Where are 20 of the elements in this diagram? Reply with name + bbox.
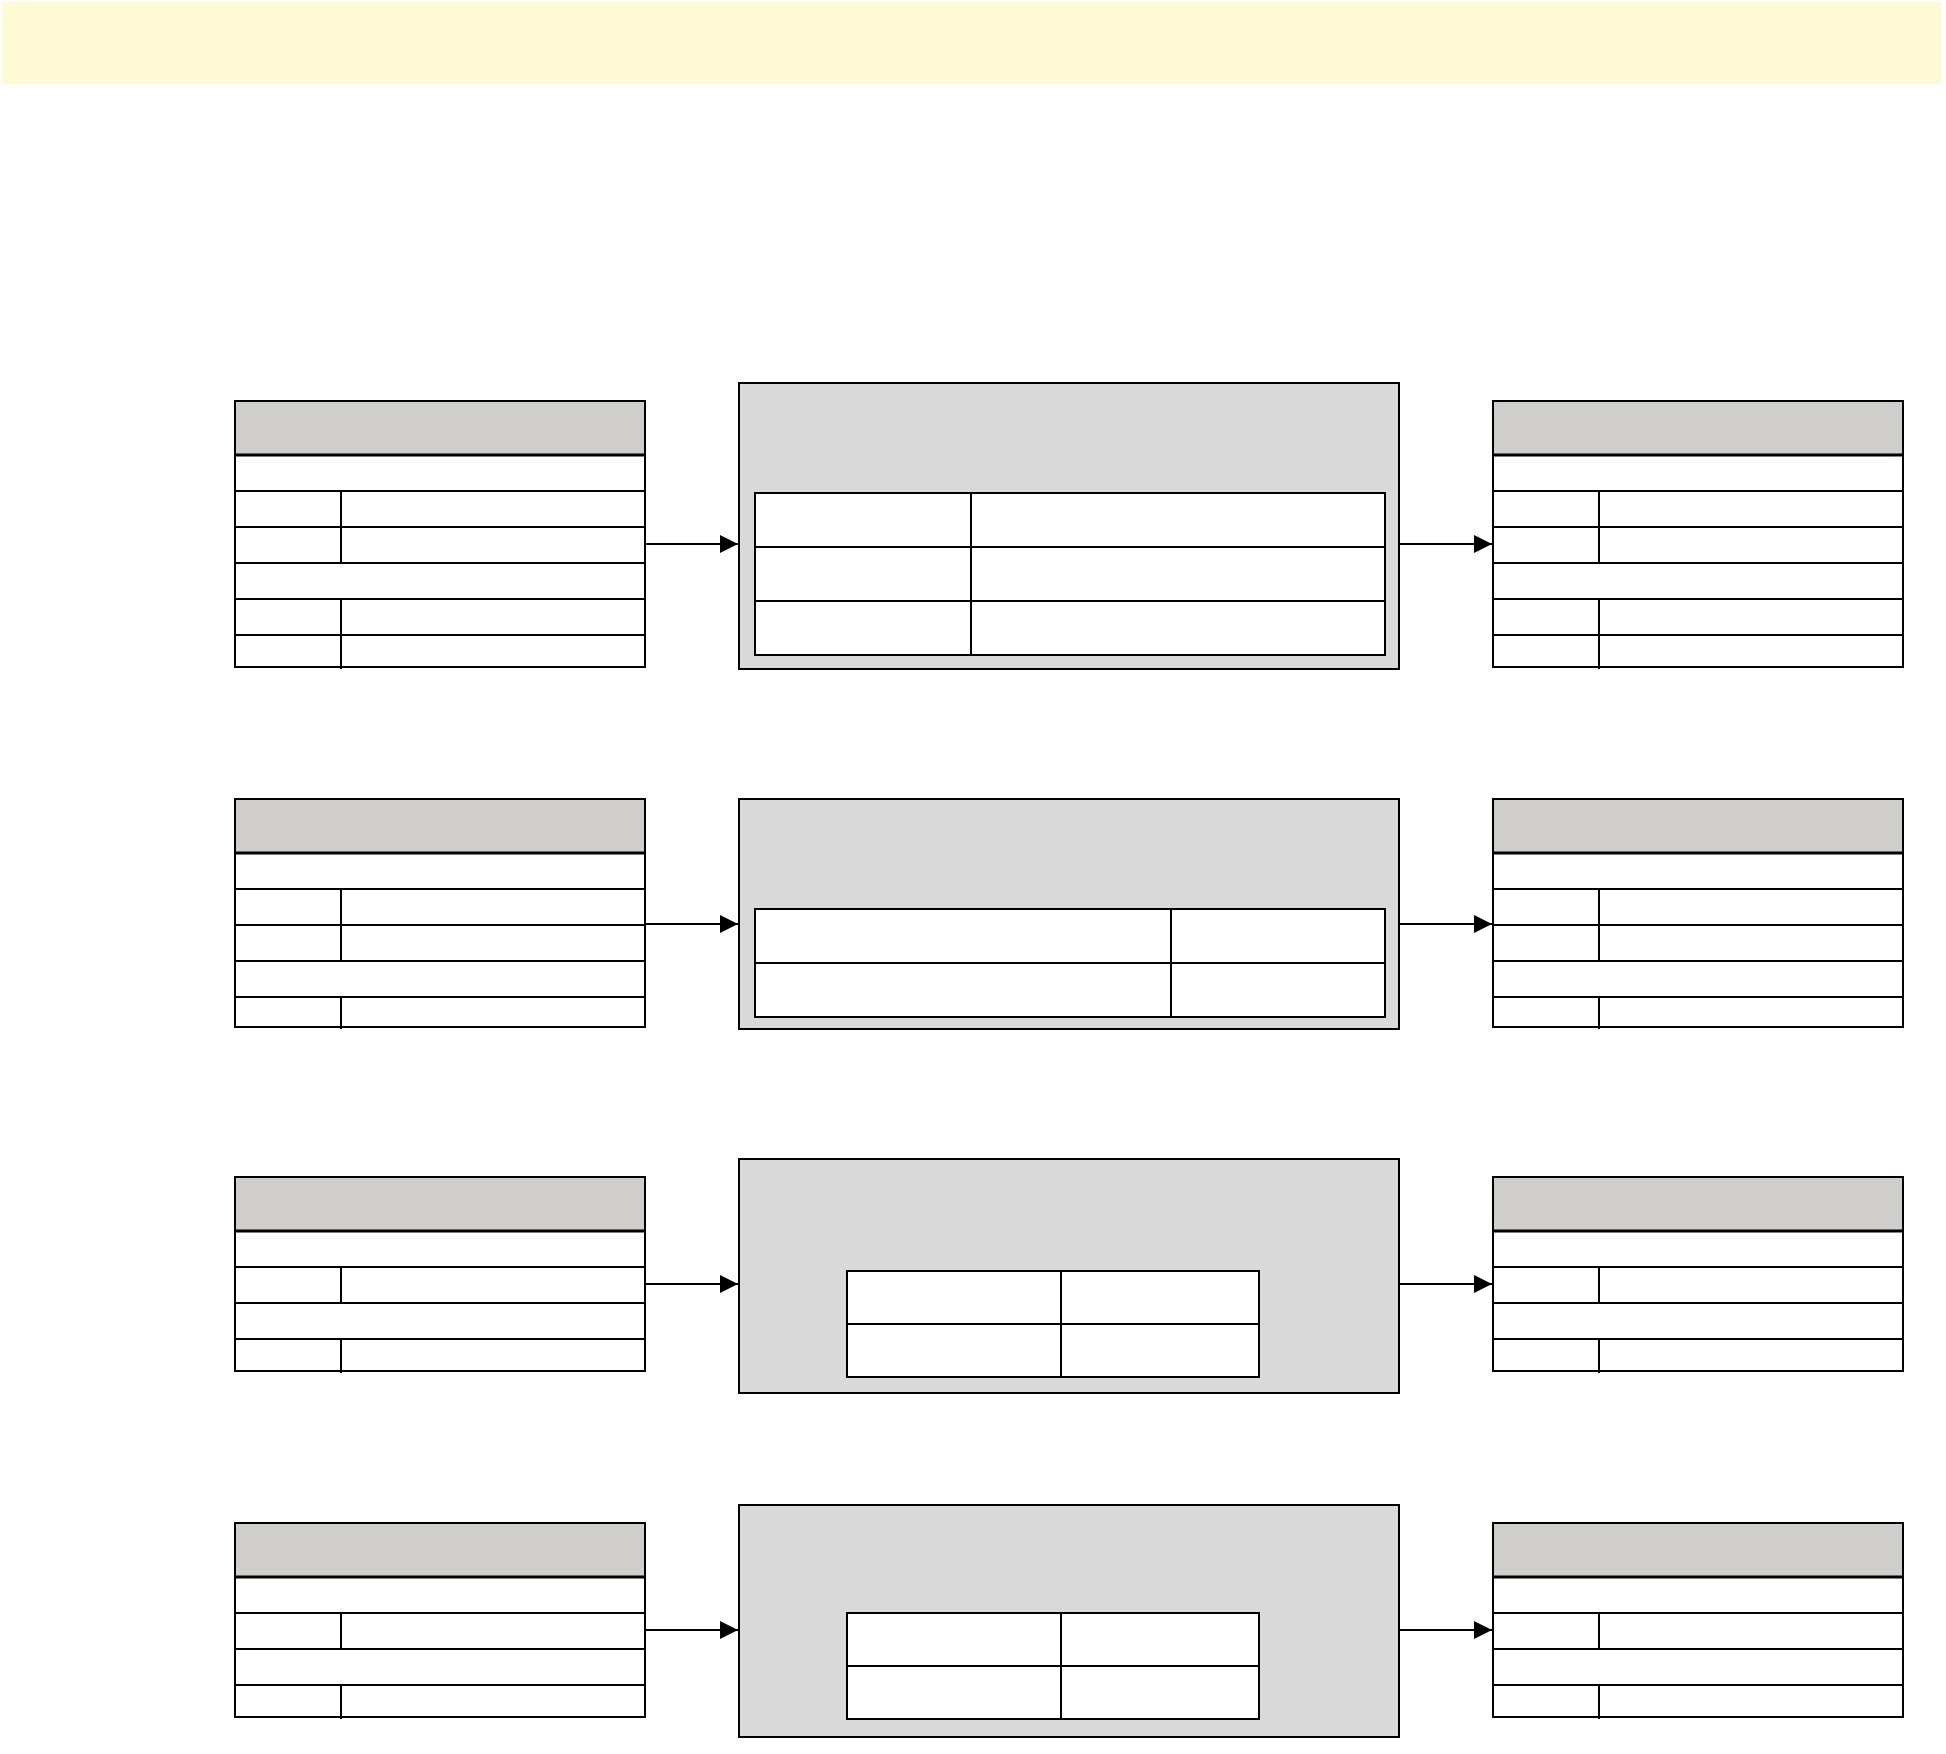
table-box xyxy=(234,400,646,668)
arrow xyxy=(645,535,739,553)
table-box xyxy=(1492,1176,1904,1372)
process-box xyxy=(738,798,1400,1030)
arrow xyxy=(645,1621,739,1639)
arrow xyxy=(645,915,739,933)
table-box xyxy=(1492,1522,1904,1718)
table-box xyxy=(234,1176,646,1372)
table-box xyxy=(1492,400,1904,668)
process-box xyxy=(738,382,1400,670)
arrow xyxy=(1399,1621,1493,1639)
process-box xyxy=(738,1158,1400,1394)
arrow xyxy=(1399,1275,1493,1293)
process-box xyxy=(738,1504,1400,1738)
table-box xyxy=(234,1522,646,1718)
arrow xyxy=(1399,535,1493,553)
table-box xyxy=(234,798,646,1028)
arrow xyxy=(1399,915,1493,933)
table-box xyxy=(1492,798,1904,1028)
arrow xyxy=(645,1275,739,1293)
